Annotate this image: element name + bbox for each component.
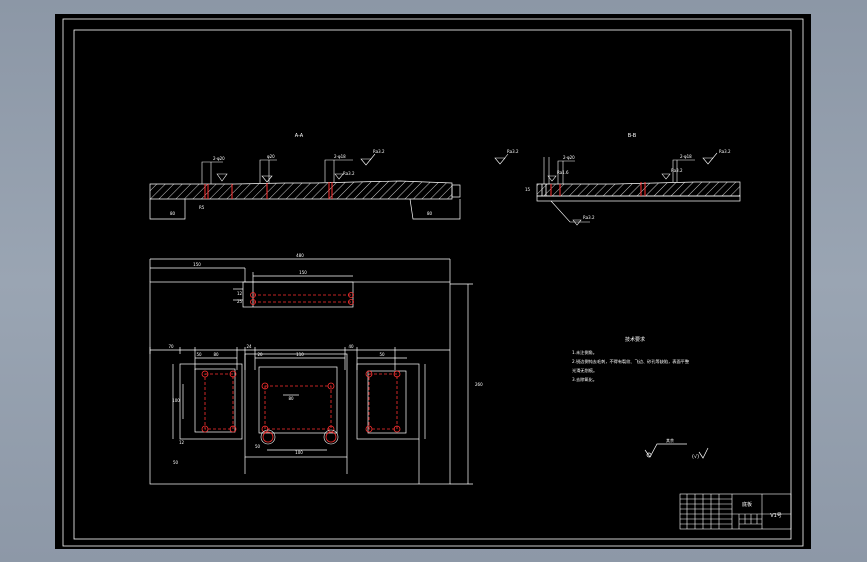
plan-hole-rings: [260, 429, 339, 445]
drawing-sheet: A-A 80 80 R5 2-φ20: [55, 14, 811, 549]
dim-upper-left: 150: [193, 262, 201, 267]
section-aa-holes: [204, 182, 333, 199]
plan-view: [149, 258, 473, 485]
dim-left-col-a: 70: [168, 344, 174, 349]
title-block: [679, 493, 792, 530]
dim-left-col-b: 80: [213, 352, 219, 357]
dim-upper-slot: 150: [299, 270, 307, 275]
section-aa-dim-left: 80: [170, 211, 176, 216]
roughness-legend: [644, 443, 709, 459]
section-aa-underside: [149, 199, 186, 220]
section-bb-view: B-B 15 Ra3.2 2-φ20 2-φ18: [494, 133, 741, 226]
section-bb-callout-3: 2-φ18: [680, 154, 692, 159]
section-bb-callout-6: Ra3.2: [671, 168, 683, 173]
section-aa-callout-1: 2-φ20: [213, 156, 225, 161]
roughness-legend-left: 其余: [666, 437, 674, 443]
plan-mid-pocket: [244, 353, 348, 458]
section-aa-callout-5: Ra3.2: [343, 171, 355, 176]
plan-left-inner: [194, 368, 236, 433]
dim-mid-height: 80: [288, 396, 294, 401]
dim-right-col-a: 40: [348, 344, 354, 349]
dim-misc-1: 12: [237, 291, 243, 296]
section-bb-callout-4: Ra1.6: [557, 170, 569, 175]
dim-misc-2: 25: [237, 299, 243, 304]
section-bb-holes: [541, 182, 646, 196]
section-bb-callout-5: Ra3.2: [719, 149, 731, 154]
plan-right-inner: [367, 370, 407, 434]
dim-right-col-b: 50: [379, 352, 385, 357]
section-bb-callout-7: Ra3.2: [583, 215, 595, 220]
section-aa-leaders: [201, 153, 376, 184]
section-aa-callout-2: φ20: [267, 154, 275, 159]
notes-item-4: 3.去除氧化。: [572, 376, 597, 383]
notes-item-3: 光滑无划痕。: [572, 367, 597, 374]
notes-item-1: 1.未注倒角。: [572, 349, 597, 356]
section-aa-underside-right: [409, 198, 461, 220]
plan-upper-block: [242, 281, 354, 308]
dim-mid-col-c: 110: [296, 352, 304, 357]
dim-left-height: 100: [172, 398, 180, 403]
dim-mid-col-a: 24: [246, 344, 252, 349]
section-aa-right-end: [451, 184, 461, 198]
section-bb-base: [536, 195, 741, 202]
section-bb-callout-2: 2-φ20: [563, 155, 575, 160]
inner-border: [73, 29, 792, 540]
section-bb-dim-side: 15: [525, 187, 531, 192]
notes-item-2: 2.锐边倒钝去毛刺，不得有裂纹、飞边、砂孔等缺陷，表面平整: [572, 358, 690, 365]
section-aa-view: A-A 80 80 R5 2-φ20: [149, 133, 461, 220]
cad-drawing: A-A 80 80 R5 2-φ20: [62, 18, 804, 547]
plan-left-pocket: [179, 363, 243, 440]
dim-overall-width: 480: [296, 253, 304, 258]
plan-right-pocket: [356, 363, 420, 440]
section-bb-leaders: [494, 152, 718, 226]
outer-border: [62, 18, 804, 547]
dim-misc-3: 12: [179, 440, 185, 445]
section-aa-dim-right: 80: [427, 211, 433, 216]
section-bb-label: B-B: [628, 133, 637, 139]
section-aa-callout-3: 2-φ18: [334, 154, 346, 159]
dim-bottom-pitch: 100: [295, 450, 303, 455]
dim-misc-5: 50: [173, 460, 179, 465]
notes-title: 技术要求: [625, 336, 645, 343]
title-block-name: 底板: [742, 501, 752, 508]
plan-mid-inner: [258, 366, 338, 434]
dim-mid-col-b: 20: [257, 352, 263, 357]
section-bb-hatch: [536, 181, 741, 197]
section-bb-callout-1: Ra3.2: [507, 149, 519, 154]
technical-notes: 技术要求 1.未注倒角。 2.锐边倒钝去毛刺，不得有裂纹、飞边、砂孔等缺陷，表面…: [572, 336, 690, 383]
dim-left-col-c: 50: [196, 352, 202, 357]
roughness-legend-right: (√): [692, 454, 699, 460]
plan-dimensions: 480 150 150 70 80 50 24 20 110 40 50 260…: [168, 253, 483, 465]
section-aa-label: A-A: [295, 133, 304, 139]
plan-holes: [201, 292, 401, 443]
dim-overall-height: 260: [475, 382, 483, 387]
section-aa-dim-small: R5: [199, 205, 205, 210]
title-block-code: V1号: [770, 513, 782, 519]
section-aa-callout-4: Ra3.2: [373, 149, 385, 154]
section-aa-hatch: [149, 180, 453, 200]
dim-misc-4: 50: [255, 444, 261, 449]
